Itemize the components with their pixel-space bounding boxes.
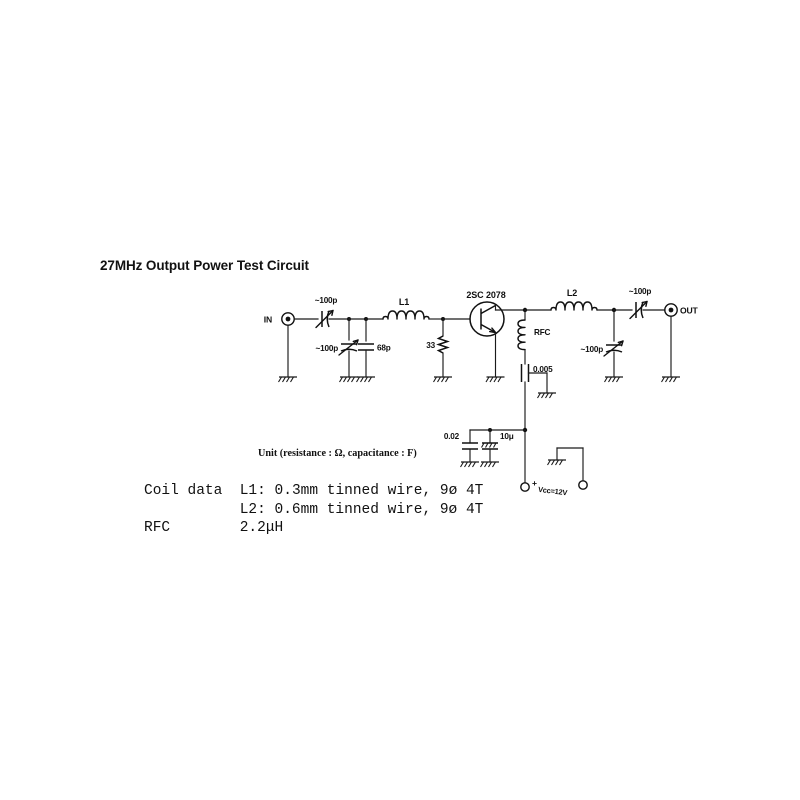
npn-transistor-icon bbox=[469, 301, 505, 337]
rfc-note-label: RFC bbox=[144, 520, 171, 536]
coil-l2-text: L2: 0.6mm tinned wire, 9ø 4T bbox=[239, 501, 484, 518]
capacitor-002-label: 0.02 bbox=[444, 432, 460, 441]
ground-icon-c10u bbox=[480, 461, 499, 468]
inductor-rfc bbox=[517, 309, 526, 365]
inductor-l1 bbox=[382, 310, 430, 320]
capacitor-002 bbox=[462, 442, 478, 450]
capacitor-0005 bbox=[520, 364, 530, 382]
capacitor-10u bbox=[481, 442, 498, 450]
resistor-33-label: 33 bbox=[426, 341, 435, 350]
coil-data-row-l1: Coil data L1: 0.3mm tinned wire, 9ø 4T bbox=[144, 482, 483, 501]
capacitor-68p-label: 68p bbox=[377, 344, 391, 353]
input-terminal-label: IN bbox=[264, 315, 272, 325]
input-jack[interactable] bbox=[281, 312, 295, 326]
inductor-l2-label: L2 bbox=[567, 288, 577, 298]
ground-icon-cout-shunt bbox=[604, 376, 623, 383]
ground-icon-emitter bbox=[485, 376, 505, 383]
capacitor-68p bbox=[358, 343, 374, 351]
ground-icon-out bbox=[661, 376, 680, 383]
capacitor-input-series-label: ~100p bbox=[315, 296, 338, 305]
supply-plus-label: + bbox=[532, 478, 537, 488]
ground-icon-c68p bbox=[356, 376, 375, 383]
capacitor-output-series-label: ~100p bbox=[629, 287, 652, 296]
transistor-label: 2SC 2078 bbox=[466, 290, 505, 300]
ground-icon-in bbox=[278, 376, 297, 383]
output-jack[interactable] bbox=[664, 303, 678, 317]
supply-terminal-positive[interactable] bbox=[520, 482, 530, 492]
unit-note: Unit (resistance : Ω, capacitance : F) bbox=[258, 448, 417, 459]
inductor-rfc-label: RFC bbox=[534, 328, 551, 337]
supply-terminal-ground[interactable] bbox=[578, 480, 588, 490]
coil-data-row-l2: L2: 0.6mm tinned wire, 9ø 4T bbox=[144, 501, 484, 520]
inductor-l1-label: L1 bbox=[399, 297, 409, 307]
resistor-33 bbox=[436, 335, 450, 354]
coil-data-label: Coil data bbox=[144, 483, 223, 499]
capacitor-0005-label: 0.005 bbox=[533, 365, 553, 374]
capacitor-input-series[interactable] bbox=[315, 309, 334, 329]
ground-icon-c0005 bbox=[537, 392, 556, 399]
ground-icon-cin-shunt bbox=[339, 376, 358, 383]
capacitor-output-shunt[interactable] bbox=[603, 340, 624, 357]
capacitor-input-shunt[interactable] bbox=[338, 339, 359, 356]
supply-voltage-label: Vcc=12V bbox=[538, 485, 568, 498]
ground-icon-c002 bbox=[460, 461, 479, 468]
coil-data-block: Coil data L1: 0.3mm tinned wire, 9ø 4T L… bbox=[144, 482, 483, 538]
inductor-l2 bbox=[550, 301, 598, 311]
capacitor-input-shunt-label: ~100p bbox=[316, 344, 339, 353]
coil-l1-text: L1: 0.3mm tinned wire, 9ø 4T bbox=[239, 483, 484, 499]
output-terminal-label: OUT bbox=[680, 306, 698, 316]
capacitor-output-shunt-label: ~100p bbox=[581, 345, 604, 354]
rfc-note-value: 2.2μH bbox=[239, 520, 284, 536]
capacitor-10u-label: 10μ bbox=[500, 432, 514, 441]
coil-data-row-rfc: RFC 2.2μH bbox=[144, 519, 483, 538]
capacitor-output-series[interactable] bbox=[629, 300, 648, 320]
page-title: 27MHz Output Power Test Circuit bbox=[100, 258, 309, 273]
ground-icon-r33 bbox=[433, 376, 452, 383]
ground-icon-supply-return bbox=[547, 459, 566, 466]
